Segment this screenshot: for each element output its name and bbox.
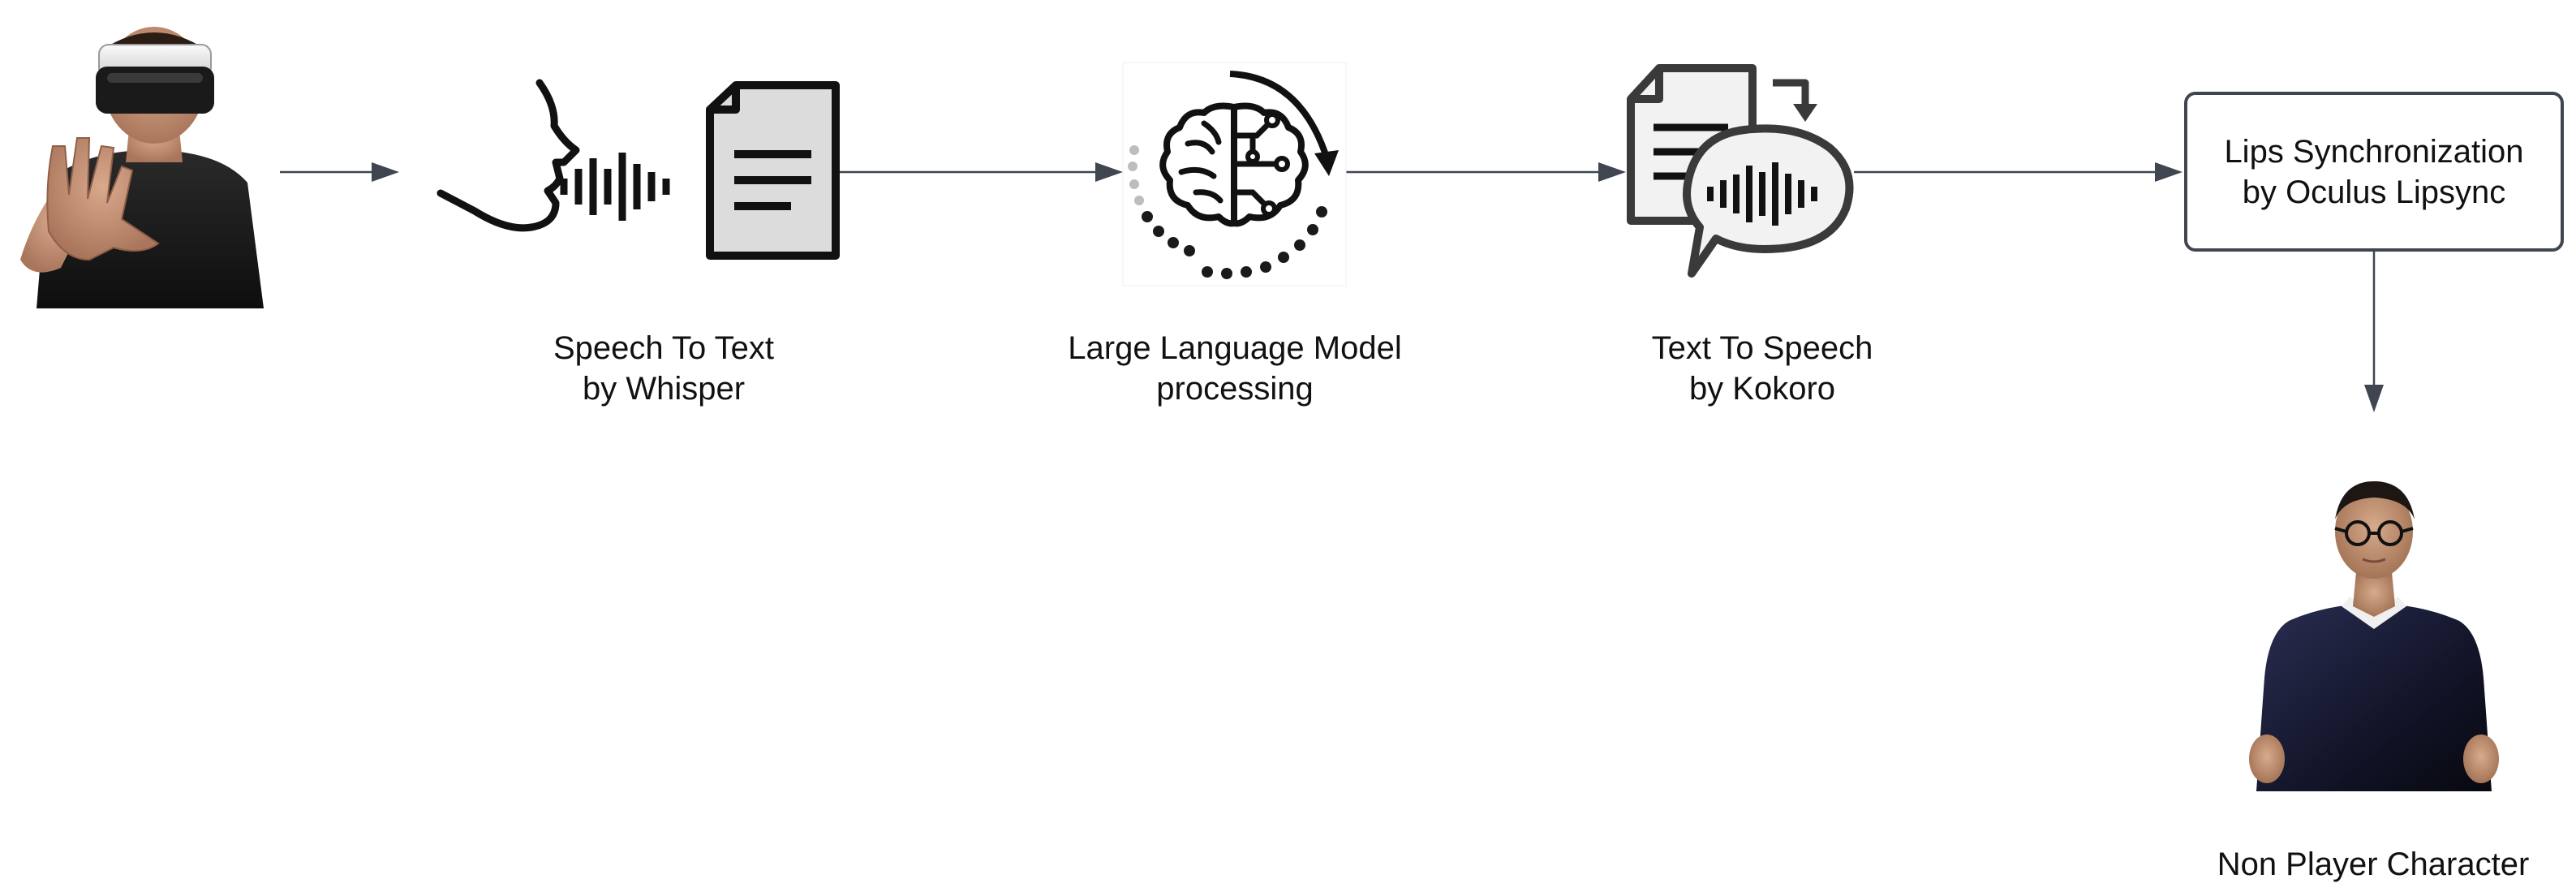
speech-to-text-icon [437, 79, 840, 260]
speech-to-text-label-line2: by Whisper [582, 371, 746, 407]
edge-stt-to-llm-head [1095, 162, 1123, 182]
edge-lipsync-to-npc-head [2364, 385, 2384, 412]
llm-label-line1: Large Language Model [1068, 330, 1402, 366]
brain-circuit-icon [1122, 62, 1347, 286]
npc-avatar-icon [2249, 481, 2499, 791]
speech-to-text-label-line1: Speech To Text [553, 330, 775, 366]
llm-label-line2: processing [1156, 371, 1314, 407]
edge-llm-to-tts-head [1598, 162, 1626, 182]
text-to-speech-label-line2: by Kokoro [1688, 371, 1836, 407]
npc-label: Non Player Character [2191, 844, 2556, 885]
text-to-speech-icon [1627, 64, 1854, 278]
text-to-speech-label: Text To Speech by Kokoro [1600, 328, 1924, 409]
edge-tts-to-lipsync-head [2155, 162, 2183, 182]
lipsync-box: Lips Synchronization by Oculus Lipsync [2184, 92, 2564, 252]
llm-label: Large Language Model processing [1048, 328, 1421, 409]
vr-headset-user-icon [20, 27, 264, 308]
text-to-speech-label-line1: Text To Speech [1651, 330, 1873, 366]
lipsync-label-line1: Lips Synchronization [2224, 133, 2524, 170]
edge-user-to-stt-head [372, 162, 399, 182]
npc-label-text: Non Player Character [2217, 846, 2530, 882]
lipsync-label-line2: by Oculus Lipsync [2242, 174, 2506, 210]
speech-to-text-label: Speech To Text by Whisper [501, 328, 826, 409]
